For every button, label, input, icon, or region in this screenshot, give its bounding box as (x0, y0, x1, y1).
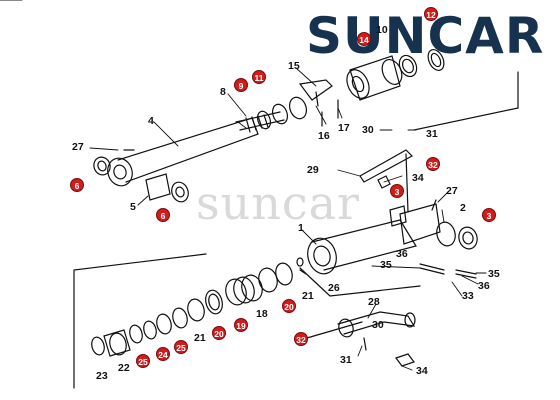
part-badge-25a: 25 (174, 340, 188, 354)
part-label-21b: 21 (194, 332, 206, 344)
part-badge-6a: 6 (70, 178, 84, 192)
part-label-4: 4 (148, 115, 154, 127)
part-label-27b: 27 (446, 185, 458, 197)
part-label-36a: 36 (396, 248, 408, 260)
part-label-30b: 30 (372, 319, 384, 331)
cylinder-body (299, 149, 478, 279)
part-label-36b: 36 (478, 280, 490, 292)
part-label-2: 2 (460, 202, 466, 214)
part-label-30a: 30 (362, 124, 374, 136)
part-badge-12: 12 (424, 7, 438, 21)
part-label-27a: 27 (72, 141, 84, 153)
part-label-31b: 31 (340, 354, 352, 366)
watermark: suncar (196, 176, 361, 230)
part-label-33: 33 (462, 290, 474, 302)
part-label-1: 1 (298, 222, 304, 234)
part-label-15: 15 (288, 60, 300, 72)
leader-lines (0, 0, 487, 371)
upper-housing-group (298, 49, 445, 127)
part-label-35b: 35 (488, 268, 500, 280)
part-label-26: 26 (328, 282, 340, 294)
part-badge-25b: 25 (136, 354, 150, 368)
part-label-23: 23 (96, 370, 108, 382)
part-label-31a: 31 (426, 128, 438, 140)
part-label-5: 5 (130, 201, 136, 213)
part-badge-6b: 6 (156, 208, 170, 222)
part-badge-3a: 3 (390, 184, 404, 198)
part-badge-3b: 3 (482, 208, 496, 222)
lower-pipe (337, 311, 416, 367)
part-badge-14: 14 (357, 32, 371, 46)
part-badge-9: 9 (234, 78, 248, 92)
part-label-17: 17 (338, 122, 350, 134)
part-label-18: 18 (256, 308, 268, 320)
part-label-16: 16 (318, 130, 330, 142)
part-label-34b: 34 (416, 365, 428, 377)
part-badge-32a: 32 (426, 157, 440, 171)
frame-lines (73, 71, 519, 389)
part-badge-32b: 32 (294, 332, 308, 346)
part-label-10: 10 (376, 24, 388, 36)
rod-assembly (93, 96, 308, 203)
part-badge-24: 24 (156, 347, 170, 361)
part-label-35a: 35 (380, 259, 392, 271)
part-label-22: 22 (118, 362, 130, 374)
part-label-34a: 34 (412, 172, 424, 184)
part-label-29: 29 (307, 164, 319, 176)
part-label-21a: 21 (302, 290, 314, 302)
part-label-8: 8 (220, 86, 226, 98)
part-badge-20a: 20 (282, 299, 296, 313)
part-badge-11: 11 (252, 70, 266, 84)
part-badge-19: 19 (234, 318, 248, 332)
part-label-28: 28 (368, 296, 380, 308)
seal-kit-row (91, 257, 304, 357)
part-badge-20b: 20 (212, 326, 226, 340)
